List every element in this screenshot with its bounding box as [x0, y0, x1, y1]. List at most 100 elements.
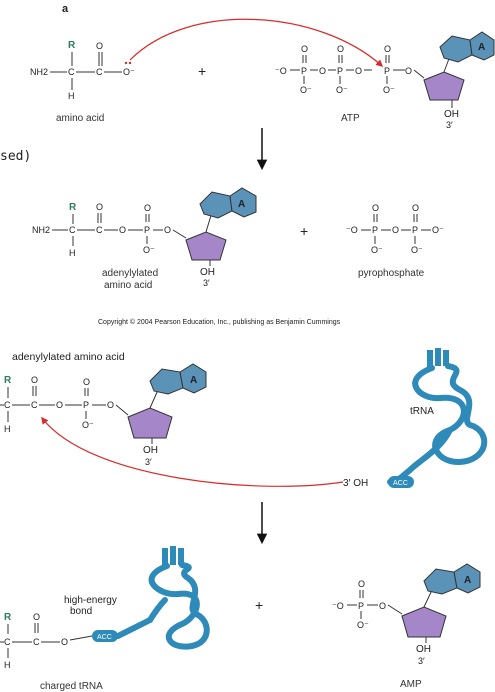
svg-text:⁻O: ⁻O [346, 225, 358, 235]
charged-trna-label: charged tRNA [40, 681, 103, 692]
amino-acid-structure: R NH2 C H C O O⁻ amino acid [30, 40, 135, 124]
prime-label: 3′ [446, 120, 453, 130]
svg-text:O: O [412, 203, 419, 213]
svg-text:O: O [301, 44, 308, 54]
svg-text:O: O [405, 66, 412, 76]
svg-text:O: O [33, 612, 40, 622]
svg-text:O: O [372, 203, 379, 213]
svg-text:C: C [4, 637, 11, 647]
ribose-ring [423, 71, 465, 101]
lower-title: adenylylated amino acid [12, 351, 125, 363]
nucleophilic-attack-arrow [129, 18, 384, 67]
svg-text:3′: 3′ [145, 457, 152, 467]
svg-text:O: O [61, 637, 68, 647]
amino-acid-label: amino acid [56, 113, 104, 124]
svg-text:P: P [372, 225, 378, 235]
lower-adenylylated-structure: R C H C O O P O O⁻ O A OH 3′ [0, 363, 207, 467]
svg-text:O: O [56, 400, 63, 410]
svg-text:P: P [412, 225, 418, 235]
pyrophosphate-label: pyrophosphate [358, 268, 425, 279]
svg-text:O: O [358, 579, 365, 589]
svg-text:C: C [4, 400, 11, 410]
svg-text:C: C [68, 67, 75, 77]
svg-text:O⁻: O⁻ [82, 420, 94, 430]
trna-3oh-label: 3′ OH [343, 478, 368, 489]
o-minus-label: O⁻ [123, 67, 135, 77]
svg-text:H: H [4, 424, 11, 434]
adenine-ring [439, 35, 473, 63]
svg-text:P: P [337, 66, 343, 76]
svg-text:O⁻: O⁻ [357, 620, 369, 630]
atp-structure: ⁻O P O O⁻ O P O O⁻ O P O O⁻ O A OH 3′ AT… [275, 31, 495, 130]
svg-text:R: R [69, 202, 77, 213]
svg-text:P: P [301, 66, 307, 76]
h-label: H [68, 91, 75, 101]
svg-text:C: C [31, 400, 38, 410]
high-energy-line1: high-energy [64, 595, 117, 606]
plus-sign-top: + [198, 63, 206, 79]
amp-label: AMP [400, 679, 422, 690]
trna-attack-arrow [41, 416, 344, 487]
svg-text:OH: OH [200, 267, 215, 278]
svg-text:O⁻: O⁻ [300, 85, 312, 95]
atp-label: ATP [341, 113, 360, 124]
r-group-label: R [68, 40, 76, 51]
svg-text:O: O [379, 601, 386, 611]
oh-label: OH [444, 109, 459, 120]
svg-text:O⁻: O⁻ [411, 245, 423, 255]
panel-label: a [62, 3, 69, 15]
svg-text:O: O [164, 225, 171, 235]
svg-text:O⁻: O⁻ [143, 245, 155, 255]
svg-text:OH: OH [143, 445, 158, 456]
adenylylated-label-line1: adenylylated [102, 268, 158, 279]
svg-text:O: O [107, 400, 114, 410]
svg-text:A: A [238, 199, 245, 210]
svg-text:C: C [96, 225, 103, 235]
svg-text:P: P [144, 225, 150, 235]
amp-structure: ⁻O P O O⁻ O A OH 3′ AMP [332, 563, 481, 690]
svg-text:H: H [4, 660, 11, 670]
charged-trna-structure: R C H C O O high-energy bond ACC charged… [0, 546, 210, 692]
svg-text:OH: OH [416, 644, 431, 655]
adenylylated-label-line2: amino acid [104, 280, 152, 291]
svg-text:O⁻: O⁻ [336, 85, 348, 95]
o-top-label: O [96, 41, 103, 51]
pyrophosphate-structure: ⁻O P O O⁻ O P O O⁻ O⁻ pyrophosphate [346, 203, 444, 279]
svg-text:O: O [144, 203, 151, 213]
adenylylated-amino-acid-structure: R NH2 C H C O O P O O⁻ O A OH 3′ adenyly… [32, 187, 257, 291]
svg-text:A: A [464, 575, 471, 586]
copyright-text: Copyright © 2004 Pearson Education, Inc.… [98, 318, 341, 326]
svg-text:C: C [69, 225, 76, 235]
svg-text:⁻O: ⁻O [275, 66, 287, 76]
svg-text:R: R [4, 375, 12, 386]
nh2-label: NH2 [30, 67, 48, 77]
svg-text:P: P [384, 66, 390, 76]
svg-text:O: O [392, 225, 399, 235]
svg-text:P: P [83, 400, 89, 410]
svg-text:O: O [83, 377, 90, 387]
plus-sign-middle: + [300, 223, 308, 239]
svg-text:O: O [355, 66, 362, 76]
trna-label: tRNA [410, 406, 434, 417]
svg-text:3′: 3′ [418, 656, 425, 666]
svg-text:O⁻: O⁻ [371, 245, 383, 255]
side-fragment-text: sed) [0, 149, 31, 164]
svg-text:C: C [96, 67, 103, 77]
svg-text:O: O [96, 202, 103, 212]
svg-text:ACC: ACC [97, 634, 112, 641]
svg-text:ACC: ACC [393, 480, 408, 487]
svg-text:C: C [33, 637, 40, 647]
svg-text:A: A [190, 375, 197, 386]
svg-text:3′: 3′ [203, 278, 210, 288]
adenine-a-label: A [478, 42, 485, 53]
svg-text:O⁻: O⁻ [432, 225, 444, 235]
svg-text:O: O [31, 375, 38, 385]
high-energy-line2: bond [70, 606, 92, 617]
acc-end-bottom [92, 630, 118, 642]
svg-text:O: O [119, 225, 126, 235]
svg-text:O⁻: O⁻ [383, 85, 395, 95]
svg-text:NH2: NH2 [32, 225, 50, 235]
plus-sign-bottom: + [255, 597, 263, 613]
trna-molecule: ACC tRNA [387, 348, 488, 488]
